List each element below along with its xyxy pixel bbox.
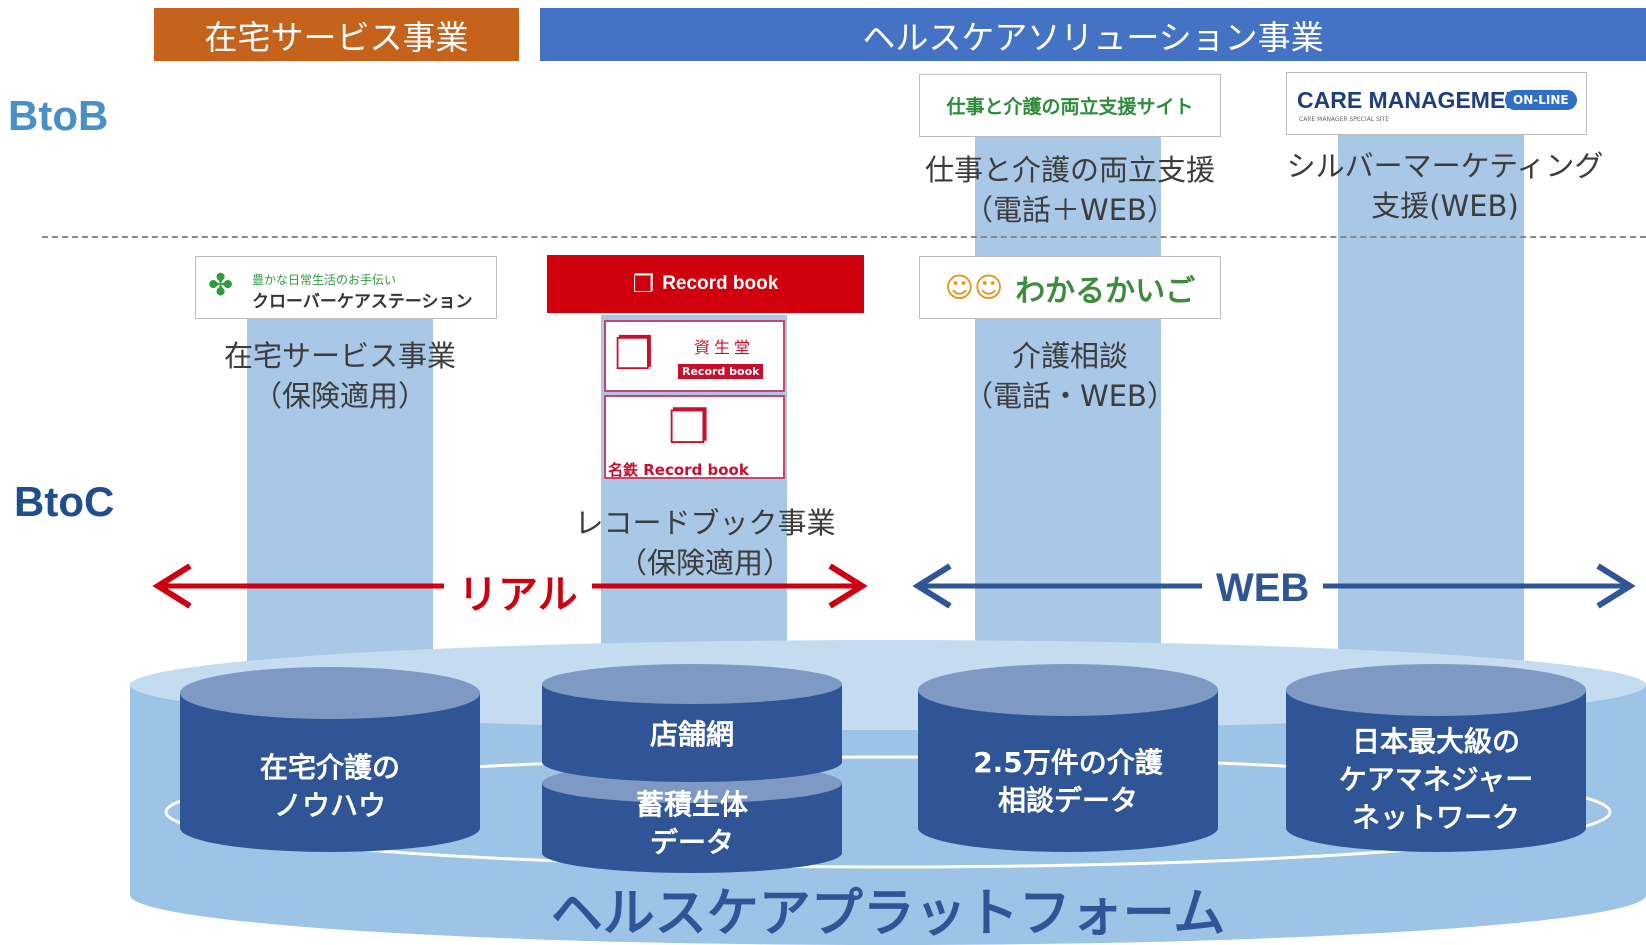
column-home-service <box>247 315 433 685</box>
web-arrow-label: WEB <box>1202 566 1324 611</box>
network-label-line3: ネットワーク <box>1351 801 1520 834</box>
record-book-caption-line2: （保険適用） <box>617 546 792 580</box>
work-care-logo: 仕事と介護の両立支援サイト <box>919 74 1221 137</box>
clover-logo-main: クローバーケアステーション <box>252 292 473 312</box>
healthcare-solution-header: ヘルスケアソリューション事業 <box>540 8 1646 61</box>
knowhow-label: 在宅介護の ノウハウ <box>180 749 480 825</box>
wakaru-kaigo-logo-text: わかるかいご <box>1015 273 1196 309</box>
faces-icon: ☺☺ <box>944 271 1004 304</box>
btob-label: BtoB <box>8 92 109 139</box>
care-management-logo-text: CARE MANAGEMENT <box>1297 87 1536 113</box>
clover-icon: ✤ <box>208 268 234 303</box>
network-label: 日本最大級の ケアマネジャー ネットワーク <box>1286 723 1586 837</box>
work-care-caption-line1: 仕事と介護の両立支援 <box>924 153 1215 187</box>
meitetsu-record-book-text: 名鉄 Record book <box>608 461 749 479</box>
record-book-logo-text: Record book <box>662 273 779 294</box>
home-service-caption: 在宅サービス事業 （保険適用） <box>160 336 520 416</box>
wakaru-kaigo-logo: ☺☺ わかるかいご <box>919 256 1221 319</box>
record-book-logo: ❐ Record book <box>547 255 864 313</box>
record-book-caption: レコードブック事業 （保険適用） <box>520 503 890 583</box>
consult-data-label: 2.5万件の介護 相談データ <box>918 744 1218 820</box>
knowhow-label-line1: 在宅介護の <box>259 751 400 784</box>
book-icon: ❐ <box>668 400 710 454</box>
column-consult <box>975 130 1161 685</box>
column-silver <box>1338 130 1524 685</box>
clover-logo-sub: 豊かな日常生活のお手伝い <box>252 273 397 287</box>
care-management-logo: CARE MANAGEMENT ON-LINE CARE MANAGER SPE… <box>1286 72 1587 135</box>
work-care-logo-text: 仕事と介護の両立支援サイト <box>946 96 1194 118</box>
knowhow-label-line2: ノウハウ <box>273 789 386 822</box>
stores-label: 店舗網 <box>649 718 734 751</box>
work-care-caption: 仕事と介護の両立支援 （電話＋WEB） <box>880 150 1260 230</box>
cylinder-knowhow <box>180 667 480 852</box>
shiseido-record-book-text: Record book <box>678 364 764 379</box>
home-service-header: 在宅サービス事業 <box>154 8 519 61</box>
shiseido-brand-text: 資生堂 <box>694 338 755 357</box>
bio-data-label-line2: データ <box>649 826 734 859</box>
real-arrow-label: リアル <box>444 562 592 620</box>
cylinder-stores <box>542 664 842 782</box>
home-service-caption-line2: （保険適用） <box>252 379 427 413</box>
silver-marketing-caption-line1: シルバーマーケティング <box>1286 149 1604 183</box>
consult-data-label-line1: 2.5万件の介護 <box>973 746 1163 779</box>
consult-caption: 介護相談 （電話・WEB） <box>890 336 1250 416</box>
record-book-caption-line1: レコードブック事業 <box>574 506 836 540</box>
network-label-line1: 日本最大級の <box>1351 725 1520 758</box>
consult-caption-line1: 介護相談 <box>1011 339 1128 373</box>
book-icon: ❐ <box>614 329 654 380</box>
clover-care-station-logo: ✤ 豊かな日常生活のお手伝い クローバーケアステーション <box>195 256 497 319</box>
platform-title: ヘルスケアプラットフォーム <box>550 884 1226 944</box>
home-service-caption-line1: 在宅サービス事業 <box>223 339 456 373</box>
meitetsu-record-book-logo: ❐ 名鉄 Record book <box>604 395 785 479</box>
work-care-caption-line2: （電話＋WEB） <box>964 193 1176 227</box>
online-badge: ON-LINE <box>1505 90 1577 110</box>
book-icon: ❐ <box>632 270 655 298</box>
silver-marketing-caption-line2: 支援(WEB) <box>1371 189 1519 223</box>
cylinder-consult-data <box>918 664 1218 852</box>
btob-btoc-divider <box>42 236 1646 238</box>
btoc-label: BtoC <box>14 478 115 525</box>
consult-data-label-line2: 相談データ <box>997 784 1138 817</box>
healthcare-solution-header-label: ヘルスケアソリューション事業 <box>862 17 1324 57</box>
silver-marketing-caption: シルバーマーケティング 支援(WEB) <box>1255 146 1635 226</box>
care-management-logo-sub: CARE MANAGER SPECIAL SITE <box>1299 116 1390 123</box>
bio-data-label-line1: 蓄積生体 <box>635 788 748 821</box>
cylinder-network <box>1286 664 1586 852</box>
consult-caption-line2: （電話・WEB） <box>964 379 1176 413</box>
home-service-header-label: 在宅サービス事業 <box>204 17 469 57</box>
shiseido-record-book-logo: ❐ 資生堂 Record book <box>604 320 785 392</box>
network-label-line2: ケアマネジャー <box>1338 763 1534 796</box>
bio-data-label: 蓄積生体 データ <box>542 786 842 862</box>
